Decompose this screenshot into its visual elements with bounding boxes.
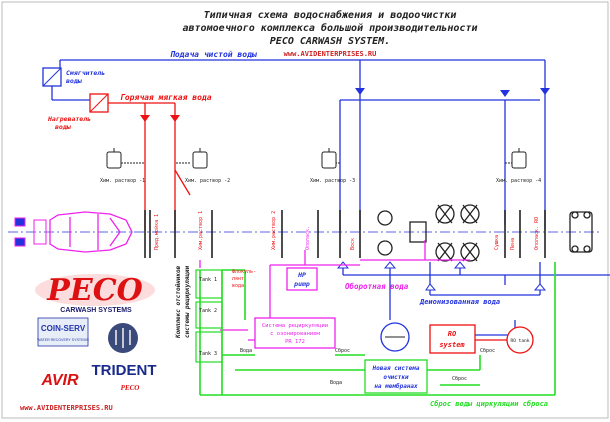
flocculant-label-1: Флокуль- <box>232 269 256 275</box>
membrane-label-1: Новая система <box>372 365 420 372</box>
coinserv-sub: WATER RECOVERY SYSTEMS <box>37 338 89 342</box>
trident-icon <box>115 328 131 348</box>
peco-logo-text: PECO <box>46 273 142 308</box>
water-label-2: Вода <box>330 380 342 386</box>
entry-pad-top <box>14 217 26 227</box>
recirc-system-box <box>254 317 336 349</box>
wash-arches <box>144 210 546 258</box>
brush-cluster <box>377 204 480 262</box>
trident-text: TRIDENT <box>92 362 157 379</box>
coinserv-text: COIN-SERV <box>41 324 86 333</box>
avir-text: AVIR <box>40 372 78 389</box>
ro-tank-label: RO tank <box>511 338 530 344</box>
avir-logo: AVIR <box>40 372 78 389</box>
settling-tanks <box>195 269 223 363</box>
ro-label-1: RO <box>448 330 456 338</box>
arch-label-1: Пред.мойка 1 <box>154 214 160 250</box>
coinserv-logo: COIN-SERV WATER RECOVERY SYSTEMS <box>37 317 89 347</box>
dosing-tank-1: Хим. раствор -1 <box>100 148 145 184</box>
water-label-1: Вода <box>240 348 252 354</box>
flocculant-label-3: вода <box>232 283 244 289</box>
arch-labels: Пред.мойка 1 Хим.раствор 1 Хим.раствор 2… <box>154 211 540 250</box>
trident-logo: TRIDENT PECO <box>92 323 157 392</box>
heater-diagonal <box>89 93 109 113</box>
heater-label-1: Нагреватель <box>47 115 91 123</box>
entry-gate <box>33 219 47 245</box>
dosing-tank-3: Хим. раствор -3 <box>310 148 355 184</box>
softener-label-2: воды <box>66 77 83 85</box>
ro-label-2: system <box>439 341 465 349</box>
membrane-label-2: очистки <box>383 374 409 381</box>
softener-diagonal <box>42 67 62 87</box>
recirc-label-3: PR 172 <box>285 339 305 345</box>
coinserv-badge <box>37 317 89 347</box>
membrane-label-3: на мембранах <box>374 383 418 390</box>
dosing-label-1: Хим. раствор -1 <box>100 178 145 184</box>
hot-water-label: Горячая мягкая вода <box>120 93 212 102</box>
title-url: www.AVIDENTERPRISES.RU <box>284 50 377 58</box>
small-peco-text: PECO <box>121 384 140 392</box>
dosing-label-3: Хим. раствор -3 <box>310 178 355 184</box>
footer-url: www.AVIDENTERPRISES.RU <box>20 404 113 412</box>
settling-label-2: системы рециркуляции <box>184 265 191 338</box>
peco-logo: PECO CARWASH SYSTEMS <box>35 273 155 314</box>
clean-water-label: Подача чистой воды <box>170 50 258 59</box>
recirc-label-1: Система рециркуляции <box>262 323 328 329</box>
flocculant-label-2: лянт <box>232 276 244 282</box>
hot-water-lines <box>108 102 191 230</box>
membrane-system-box <box>364 359 428 394</box>
title-line-1: Типичная схема водоснабжения и водоочист… <box>204 9 457 21</box>
heater-label-2: воды <box>55 123 72 131</box>
recirc-label-2: с озонированием <box>270 331 320 337</box>
dosing-tanks: Хим. раствор -1 Хим. раствор -2 Хим. рас… <box>100 148 541 184</box>
title-line-2: автомоечного комплекса большой производи… <box>182 22 477 34</box>
car-outline <box>49 211 133 253</box>
softener-label-1: Смягчитель <box>66 69 105 77</box>
dosing-tank-4: Хим. раствор -4 <box>496 148 541 184</box>
tank-1-label: Tank 1 <box>199 277 217 283</box>
arch-label-6: Сушка <box>494 235 500 250</box>
exit-dryer <box>569 211 593 253</box>
title-line-3: PECO CARWASH SYSTEM. <box>270 36 390 47</box>
settling-label-1: Комплекс отстойников <box>175 265 182 339</box>
dosing-tank-2: Хим. раствор -2 <box>175 148 230 184</box>
peco-swoosh <box>35 274 155 306</box>
arch-label-8: Ополаск. RO <box>534 217 540 250</box>
clean-water-arrows <box>355 88 550 97</box>
drain-label-1: Сброс <box>335 347 350 354</box>
drain-label-3: Сброс <box>452 375 467 382</box>
peco-logo-sub: CARWASH SYSTEMS <box>60 307 132 314</box>
arch-label-7: Пена <box>510 238 516 250</box>
hp-pump-box <box>286 267 318 291</box>
arch-label-3: Хим.раствор 2 <box>271 211 277 250</box>
hot-water-arrows <box>140 115 180 122</box>
ro-system-box <box>429 324 476 354</box>
arch-label-2: Хим.раствор 1 <box>198 211 204 250</box>
drain-label-2: Сброс <box>480 347 495 354</box>
dosing-label-2: Хим. раствор -2 <box>185 178 230 184</box>
tank-3-label: Tank 3 <box>199 351 217 357</box>
drain-lines <box>199 262 556 396</box>
arch-label-5: Воск <box>350 238 356 250</box>
arch-label-4: Ополаск. <box>305 226 311 250</box>
hp-pump-label-1: HP <box>297 271 306 279</box>
deionized-water-label: Деионизованная вода <box>419 298 500 306</box>
drain-recirc-label: Сброс воды циркуляции сброса <box>430 400 548 408</box>
entry-pad-bottom <box>14 237 26 247</box>
recycled-water-label: Оборотная вода <box>345 282 409 291</box>
tank-2-label: Tank 2 <box>199 308 217 314</box>
hp-pump-label-2: pump <box>293 280 310 288</box>
dosing-label-4: Хим. раствор -4 <box>496 178 541 184</box>
